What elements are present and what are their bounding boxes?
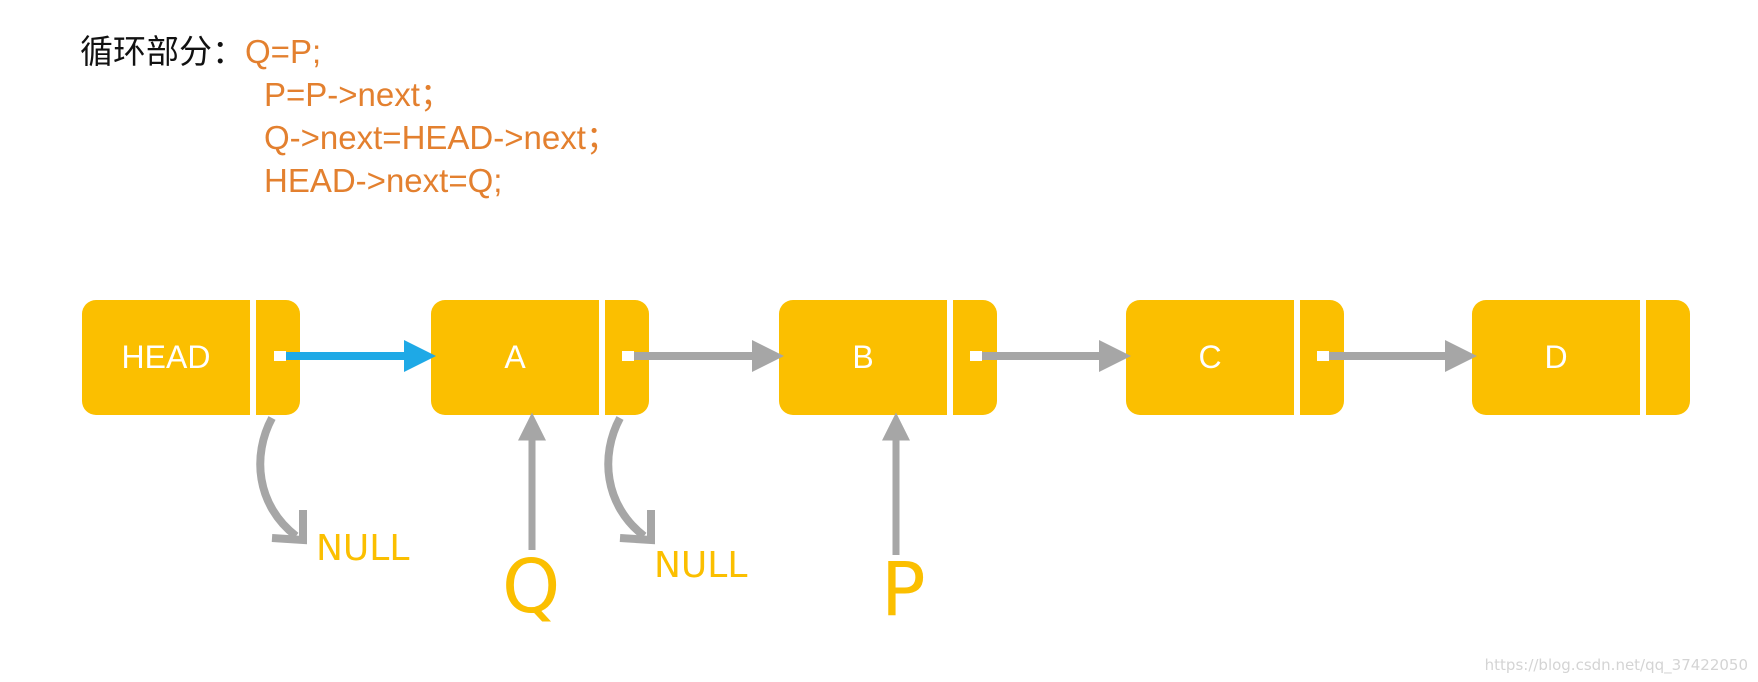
pointer-q-label: Q	[502, 544, 561, 630]
code-text-4: HEAD->next=Q;	[264, 162, 503, 199]
loop-prefix: 循环部分：	[80, 33, 245, 70]
null-label-head: NULL	[316, 528, 410, 569]
code-text-3: Q->next=HEAD->next；	[264, 119, 619, 156]
code-line-4: HEAD->next=Q;	[80, 159, 619, 202]
node-a: A	[431, 300, 649, 415]
code-line-2: P=P->next；	[80, 73, 619, 116]
code-text-1: Q=P;	[245, 33, 322, 70]
watermark: https://blog.csdn.net/qq_37422050	[1484, 656, 1748, 674]
node-d: D	[1472, 300, 1690, 415]
code-line-3: Q->next=HEAD->next；	[80, 116, 619, 159]
code-line-1: 循环部分：Q=P;	[80, 30, 619, 73]
head-null-curve-arrow	[256, 416, 299, 540]
a-null-arrowhead	[619, 510, 655, 545]
head-null-arrowhead	[271, 510, 307, 545]
pointer-p-label: P	[881, 547, 926, 633]
a-null-curve-arrow	[604, 416, 647, 540]
node-b-label: B	[852, 339, 874, 375]
node-a-label: A	[504, 339, 526, 375]
null-label-a: NULL	[654, 545, 748, 586]
code-text-2: P=P->next；	[264, 76, 453, 113]
node-d-next-field	[1646, 300, 1690, 415]
code-block: 循环部分：Q=P; P=P->next； Q->next=HEAD->next；…	[80, 30, 619, 202]
node-head-label: HEAD	[121, 339, 211, 375]
node-d-label: D	[1544, 339, 1568, 375]
node-c-label: C	[1198, 339, 1222, 375]
